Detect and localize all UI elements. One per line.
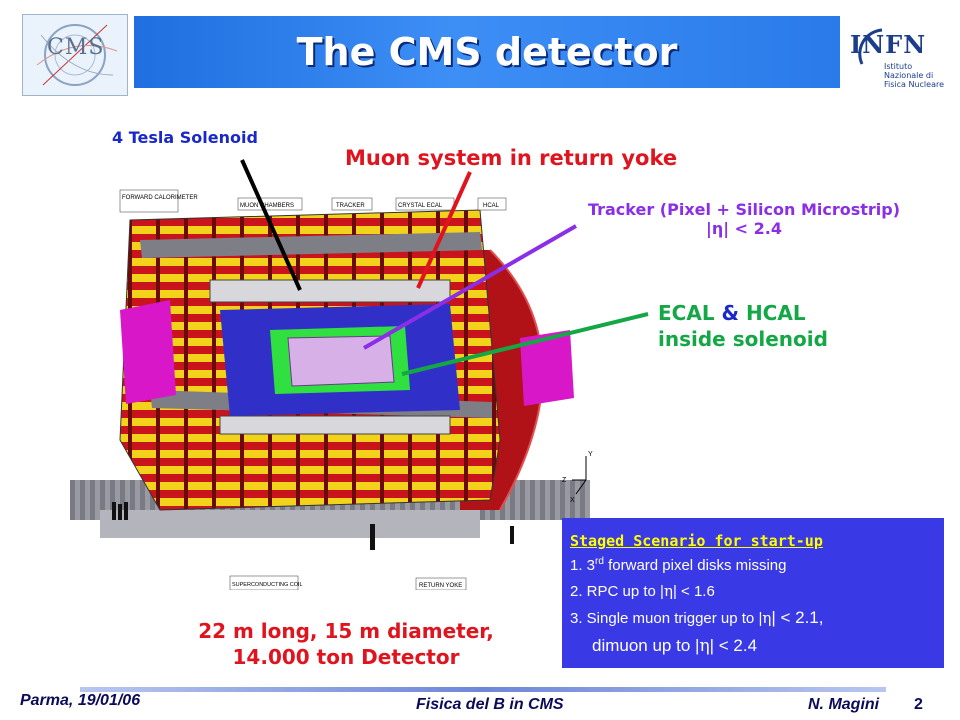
forward-calorimeter-left (120, 300, 176, 404)
superconducting-coil-lower (219, 415, 451, 435)
footer-title: Fisica del B in CMS (416, 696, 564, 713)
label-return-yoke: RETURN YOKE (419, 583, 462, 589)
calo-pointer (401, 312, 649, 376)
infn-logo-graphic (858, 28, 883, 65)
tracker-callout-line2: |η| < 2.4 (706, 219, 782, 238)
calo-callout-line2: inside solenoid (658, 327, 828, 351)
title-bar: The CMS detector (134, 16, 840, 88)
staged-item-3-pre: 3. Single muon trigger up to | (570, 610, 763, 627)
axis-x-label: X (570, 497, 575, 504)
staged-item-4-post: | < 2.4 (709, 636, 758, 655)
detector-size-line1: 22 m long, 15 m diameter, (198, 619, 494, 643)
detector-size-callout: 22 m long, 15 m diameter, 14.000 ton Det… (196, 618, 496, 670)
tracker-pointer (363, 224, 577, 350)
staged-item-3-post: | < 2.1, (771, 608, 824, 627)
muon-chamber-layer (140, 232, 482, 258)
tracker-callout-line1: Tracker (Pixel + Silicon Microstrip) (587, 200, 901, 219)
footer-rule (80, 687, 886, 692)
staged-item-1: 1. 3rd forward pixel disks missing (570, 556, 787, 574)
forward-calorimeter-right (520, 330, 574, 406)
axis-y-label: Y (588, 451, 593, 458)
calo-ampersand: & (714, 301, 746, 325)
staged-heading: Staged Scenario for start-up (570, 532, 823, 550)
eta-symbol: η (762, 609, 772, 627)
coordinate-axes: Y Z X (562, 451, 593, 504)
cms-logo-text: CMS (47, 35, 105, 60)
solenoid-pointer (240, 159, 302, 291)
calo-callout: ECAL & HCAL inside solenoid (658, 300, 828, 352)
superconducting-coil (209, 279, 451, 303)
label-superconducting-coil: SUPERCONDUCTING COIL (232, 582, 303, 588)
infn-logo: INFN Istituto Nazionale di Fisica Nuclea… (848, 24, 948, 89)
slide-title: The CMS detector (296, 30, 678, 74)
cms-logo: CMS (22, 14, 128, 96)
infn-logo-text: INFN (850, 30, 927, 59)
staged-scenario-box: Staged Scenario for start-up 1. 3rd forw… (562, 518, 944, 668)
cms-detector-diagram: FORWARD CALORIMETER MUON CHAMBERS TRACKE… (70, 189, 593, 590)
label-hcal: HCAL (483, 203, 500, 209)
eta-symbol: η (663, 582, 673, 600)
calo-callout-line1: ECAL & HCAL (658, 300, 828, 326)
staged-item-2-post: | < 1.6 (672, 583, 715, 600)
ecal-text: ECAL (658, 301, 715, 325)
eta-symbol: η (699, 636, 710, 656)
muon-callout: Muon system in return yoke (345, 146, 678, 170)
muon-pointer (416, 171, 472, 289)
staged-item-3: 3. Single muon trigger up to |η| < 2.1, (570, 608, 824, 628)
page-number: 2 (914, 696, 923, 713)
diagram-label-group: FORWARD CALORIMETER MUON CHAMBERS TRACKE… (119, 189, 507, 590)
staged-item-2: 2. RPC up to |η| < 1.6 (570, 582, 715, 600)
detector-size-line2: 14.000 ton Detector (232, 645, 460, 669)
label-forward-calorimeter: FORWARD CALORIMETER (122, 195, 198, 201)
tracker-callout: Tracker (Pixel + Silicon Microstrip) |η|… (568, 200, 920, 238)
staged-item-1-pre: 1. 3 (570, 557, 596, 574)
infn-logo-subtitle: Istituto Nazionale di Fisica Nucleare (884, 62, 945, 89)
hcal-text: HCAL (745, 301, 806, 325)
staged-item-4: dimuon up to |η| < 2.4 (592, 636, 757, 656)
staged-item-2-pre: 2. RPC up to | (570, 583, 664, 600)
label-muon-chambers: MUON CHAMBERS (240, 203, 294, 209)
axis-z-label: Z (562, 477, 567, 484)
staged-item-4-pre: dimuon up to | (592, 636, 700, 655)
staged-item-1-sup: rd (595, 556, 604, 567)
support-base (100, 510, 480, 538)
label-crystal-ecal: CRYSTAL ECAL (398, 203, 443, 209)
tracker (287, 335, 395, 387)
footer-author: N. Magini (808, 696, 880, 713)
footer-date: Parma, 19/01/06 (20, 692, 141, 709)
staged-item-1-post: forward pixel disks missing (603, 557, 787, 574)
cms-logo-graphic (36, 24, 118, 86)
solenoid-callout: 4 Tesla Solenoid (112, 128, 258, 147)
people-silhouettes (112, 502, 514, 550)
label-tracker: TRACKER (336, 203, 365, 209)
